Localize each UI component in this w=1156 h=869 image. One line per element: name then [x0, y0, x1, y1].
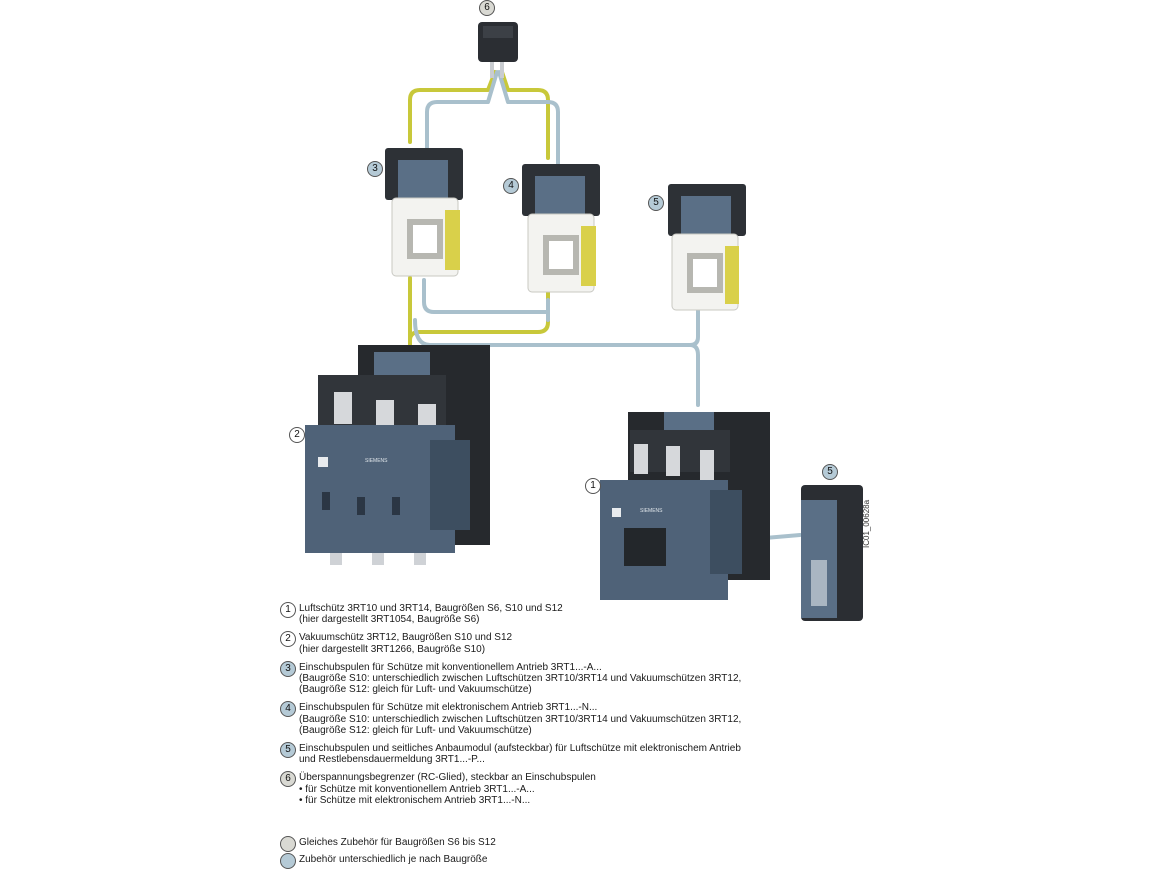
color-key-same: Gleiches Zubehör für Baugrößen S6 bis S1… [280, 836, 496, 852]
brand-label-vacuum: SIEMENS [365, 458, 388, 464]
legend-item-3: 3 Einschubspulen für Schütze mit konvent… [280, 660, 920, 696]
legend-text: Luftschütz 3RT10 und 3RT14, Baugrößen S6… [299, 603, 563, 614]
legend-text: • für Schütze mit konventionellem Antrie… [299, 783, 535, 795]
plug-in-coil-4 [522, 164, 600, 293]
plug-in-coil-5 [668, 184, 746, 311]
marker-4-coil: 4 [503, 178, 519, 194]
legend-marker-1: 1 [280, 602, 296, 618]
color-key: Gleiches Zubehör für Baugrößen S6 bis S1… [280, 836, 496, 869]
legend-marker-4: 4 [280, 701, 296, 718]
legend-text: (Baugröße S10: unterschiedlich zwischen … [299, 673, 742, 685]
grey-swatch-icon [280, 836, 296, 852]
legend-text: (hier dargestellt 3RT1266, Baugröße S10) [299, 643, 486, 655]
rc-element [478, 22, 518, 78]
legend-text: (Baugröße S10: unterschiedlich zwischen … [299, 713, 742, 725]
legend-text: (hier dargestellt 3RT1054, Baugröße S6) [299, 614, 480, 626]
side-add-on-module [801, 485, 863, 621]
marker-2-vacuum-contactor: 2 [289, 427, 305, 443]
legend-text: (Baugröße S12: gleich für Luft- und Vaku… [299, 684, 532, 696]
marker-6-rc-element: 6 [479, 0, 495, 16]
plug-in-coil-3 [385, 148, 463, 277]
marker-1-air-contactor: 1 [585, 478, 601, 494]
legend-marker-5: 5 [280, 742, 296, 759]
legend-marker-3: 3 [280, 660, 296, 677]
legend-item-5: 5 Einschubspulen und seitliches Anbaumod… [280, 742, 920, 766]
legend-marker-6: 6 [280, 771, 296, 788]
image-code: IC01_00628a [862, 499, 871, 548]
color-key-same-text: Gleiches Zubehör für Baugrößen S6 bis S1… [299, 837, 496, 848]
legend-text: Vakuumschütz 3RT12, Baugrößen S10 und S1… [299, 632, 513, 644]
legend-item-1: 1 Luftschütz 3RT10 und 3RT14, Baugrößen … [280, 602, 920, 626]
legend: 1 Luftschütz 3RT10 und 3RT14, Baugrößen … [280, 602, 920, 813]
marker-3-coil: 3 [367, 161, 383, 177]
legend-text: Einschubspulen und seitliches Anbaumodul… [299, 743, 741, 755]
legend-text: Einschubspulen für Schütze mit konventio… [299, 661, 602, 673]
legend-item-2: 2 Vakuumschütz 3RT12, Baugrößen S10 und … [280, 631, 920, 655]
yellow-wire [408, 70, 550, 352]
marker-5-coil: 5 [648, 195, 664, 211]
legend-text: • für Schütze mit elektronischem Antrieb… [299, 794, 531, 806]
legend-text: Überspannungsbegrenzer (RC-Glied), steck… [299, 772, 596, 784]
color-key-different: Zubehör unterschiedlich je nach Baugröße [280, 853, 496, 869]
legend-text: (Baugröße S12: gleich für Luft- und Vaku… [299, 724, 532, 736]
marker-5-side-module: 5 [822, 464, 838, 480]
legend-text: Einschubspulen für Schütze mit elektroni… [299, 702, 598, 714]
legend-text: und Restlebensdauermeldung 3RT1...-P... [299, 754, 485, 766]
legend-item-6: 6 Überspannungsbegrenzer (RC-Glied), ste… [280, 771, 920, 806]
color-key-different-text: Zubehör unterschiedlich je nach Baugröße [299, 854, 488, 865]
air-contactor: SIEMENS [600, 412, 770, 600]
brand-label-air: SIEMENS [640, 508, 663, 514]
legend-marker-2: 2 [280, 631, 296, 648]
vacuum-contactor: SIEMENS [305, 345, 490, 565]
legend-item-4: 4 Einschubspulen für Schütze mit elektro… [280, 701, 920, 736]
